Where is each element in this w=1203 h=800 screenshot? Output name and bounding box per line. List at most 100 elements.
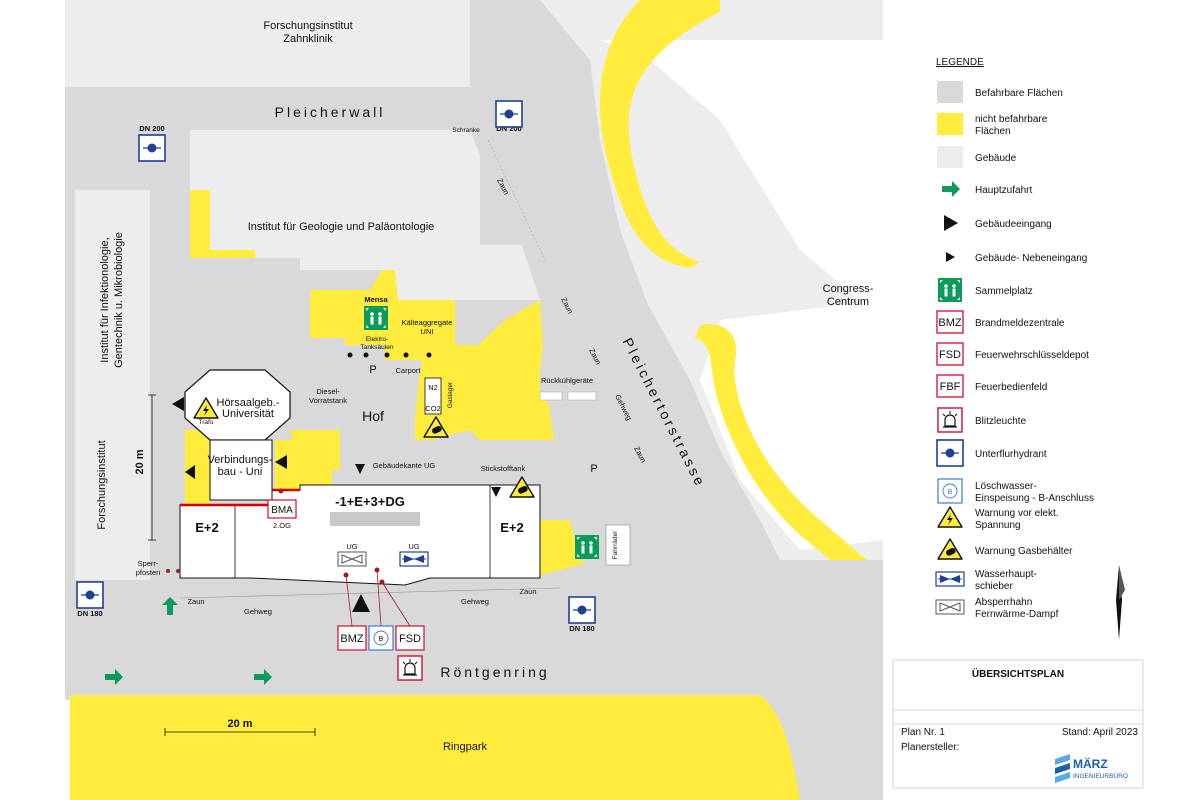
svg-text:FBF: FBF: [940, 381, 961, 393]
legend-item-label-2: Einspeisung - B-Anschluss: [975, 493, 1094, 504]
fsd-box-icon: FSD: [936, 342, 964, 366]
legend-item-label: Befahrbare Flächen: [975, 88, 1063, 99]
label-co2: CO2: [425, 404, 440, 413]
legend-item-label-2: schieber: [975, 581, 1013, 592]
voltage-warning-icon: [937, 506, 963, 528]
label-ug-1: UG: [346, 542, 357, 551]
legend-item: Unterflurhydrant: [936, 439, 1047, 467]
bmz-box-icon: BMZ: [936, 310, 964, 334]
label-verbindung-1: Verbindungs-: [208, 454, 273, 466]
bma-label: BMA: [271, 505, 293, 516]
bmz-box-icon: [337, 625, 367, 651]
legend-item: Sammelplatz: [938, 278, 1033, 302]
label-schranke: Schranke: [452, 127, 480, 134]
label-congress-2: Centrum: [827, 296, 869, 308]
steam-valve-icon: [935, 599, 965, 615]
label-zaun-5: Zaun: [187, 597, 204, 606]
logo: MÄRZ INGENIEURBÜRO: [1055, 754, 1128, 783]
label-floors-main: -1+E+3+DG: [335, 494, 405, 509]
label-diesel-1: Diesel-: [316, 387, 340, 396]
legend-item: Gebäude- Nebeneingang: [946, 252, 1087, 264]
label-congress-1: Congress-: [823, 283, 874, 295]
label-sperrpfosten-2: pfosten: [136, 568, 161, 577]
label-2og: 2.OG: [273, 521, 291, 530]
side-entrance-icon: [491, 487, 501, 497]
water-inlet-icon: [368, 625, 394, 651]
legend-item: Befahrbare Flächen: [937, 81, 1063, 103]
label-kaelte-2: UNI: [421, 327, 434, 336]
black-triangle-icon: [944, 215, 958, 231]
gray-swatch-icon: [937, 81, 963, 103]
water-valve-icon: [935, 571, 965, 587]
legend-item-label-2: Fernwärme-Dampf: [975, 609, 1059, 620]
legend-item-label: Blitzleuchte: [975, 416, 1027, 427]
label-infektion-1: Institut für Infektionologie,: [99, 237, 111, 362]
assembly-point-icon: [364, 306, 388, 330]
entrance-triangle-icon: [172, 397, 184, 411]
label-e2-right: E+2: [500, 520, 524, 535]
label-sperrpfosten-1: Sperr-: [138, 559, 159, 568]
map-area: [0, 0, 883, 800]
label-scale-horizontal: 20 m: [227, 718, 252, 730]
label-diesel-2: Vorratstank: [309, 396, 347, 405]
legend-item-label: Hauptzufahrt: [975, 185, 1032, 196]
label-p-carport: P: [369, 364, 376, 376]
label-ug-2: UG: [408, 542, 419, 551]
label-verbindung-2: bau - Uni: [218, 466, 263, 478]
water-valve-icon: [399, 551, 429, 567]
hydrant-icon: [138, 134, 166, 162]
green-arrow-icon: [942, 181, 960, 197]
assembly-point-icon: [575, 535, 599, 559]
legend-item-label: Löschwasser-: [975, 481, 1037, 492]
legend-item: Warnung Gasbehälter: [937, 538, 1073, 560]
fbf-box-icon: FBF: [936, 374, 964, 398]
legend-item-label: nicht befahrbare: [975, 114, 1048, 125]
label-dn180-right: DN 180: [569, 624, 594, 633]
label-scale-vertical: 20 m: [134, 449, 146, 474]
label-pleicherwall: Pleicherwall: [275, 104, 386, 120]
bmz-map-label: BMZ: [340, 633, 364, 645]
fsd-box-icon: [395, 625, 425, 651]
label-stickstofftank: Stickstofftank: [481, 464, 526, 473]
steam-valve-icon: [337, 551, 367, 567]
side-entrance-icon: [275, 455, 287, 469]
legend-item-label-2: Spannung: [975, 520, 1021, 531]
svg-text:BMZ: BMZ: [938, 317, 962, 329]
legend-item: FBF Feuerbedienfeld: [936, 374, 1047, 398]
side-entrance-icon: [185, 465, 195, 479]
planersteller: Planersteller:: [901, 742, 959, 753]
legend-item: Gebäude: [937, 146, 1017, 168]
assembly-point-icon: [938, 278, 962, 302]
map-symbols: BMA BMZ B FSD: [76, 100, 599, 685]
hydrant-icon: [495, 100, 523, 128]
label-elektro-2: Tanksäulen: [361, 344, 394, 351]
legend-item-label: Gebäudeeingang: [975, 219, 1052, 230]
hydrant-icon: [936, 439, 964, 467]
label-hoersaal-1: Hörsaalgeb.-: [217, 397, 280, 409]
label-forschung-top: Forschungsinstitut: [263, 20, 352, 32]
label-zahnklinik: Zahnklinik: [283, 33, 333, 45]
legend-item: Gebäudeeingang: [944, 215, 1052, 231]
gas-warning-icon: [937, 538, 963, 560]
legend-item-label: Feuerbedienfeld: [975, 382, 1047, 393]
legend-item: Hauptzufahrt: [942, 181, 1032, 197]
legend-item-label: Absperrhahn: [975, 597, 1032, 608]
legend-item-label: Gebäude: [975, 153, 1017, 164]
light-gray-swatch-icon: [937, 146, 963, 168]
hydrant-icon: [568, 596, 596, 624]
label-zaun-6: Zaun: [519, 587, 536, 596]
yellow-swatch-icon: [937, 113, 963, 135]
beacon-icon: [937, 407, 963, 433]
label-dn180-left: DN 180: [77, 609, 102, 618]
label-hof: Hof: [362, 408, 384, 424]
label-gehweg-2: Gehweg: [244, 607, 272, 616]
label-ringpark: Ringpark: [443, 741, 488, 753]
legend-item-label: Wasserhaupt-: [975, 569, 1037, 580]
label-p-right: P: [590, 463, 597, 475]
label-dn200-left: DN 200: [139, 124, 164, 133]
